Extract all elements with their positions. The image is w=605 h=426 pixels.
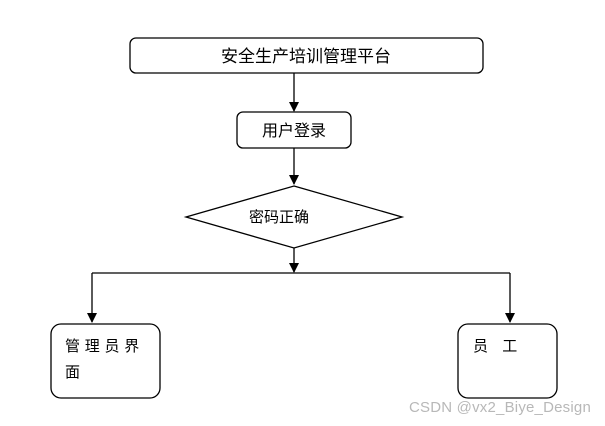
node-decision: 密码正确 (183, 185, 405, 249)
node-admin: 管 理 员 界 面 (50, 323, 161, 399)
node-login: 用户登录 (236, 111, 352, 149)
node-decision-label: 密码正确 (249, 208, 309, 226)
node-staff-label: 员 工 (473, 337, 517, 355)
node-admin-label-line2: 面 (65, 363, 80, 381)
node-login-label: 用户登录 (262, 121, 326, 140)
node-title-label: 安全生产培训管理平台 (221, 47, 391, 67)
watermark-text: CSDN @vx2_Biye_Design (409, 399, 591, 416)
node-staff: 员 工 (457, 323, 558, 399)
node-admin-label-line1: 管 理 员 界 (65, 337, 139, 355)
node-title: 安全生产培训管理平台 (129, 37, 484, 74)
